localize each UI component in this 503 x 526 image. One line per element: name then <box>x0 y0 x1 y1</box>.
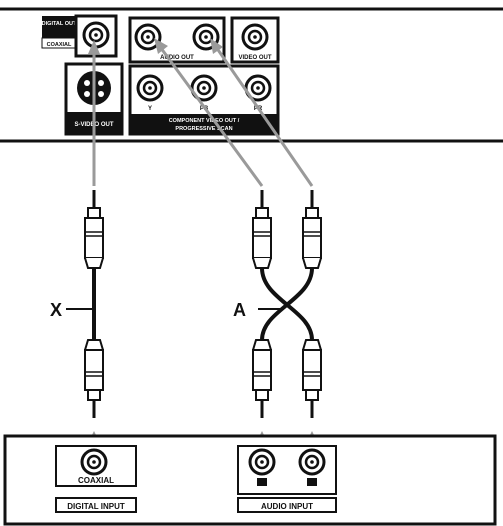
coaxial-out-jack[interactable] <box>82 21 110 49</box>
audio-input-label: AUDIO INPUT <box>261 502 313 511</box>
cable-a-label: A <box>233 300 246 320</box>
component-title-line2: PROGRESSIVE SCAN <box>175 126 232 132</box>
audio-input-block: AUDIO INPUT <box>237 445 337 513</box>
component-y-label: Y <box>148 106 152 112</box>
digital-input-block: COAXIAL DIGITAL INPUT <box>55 445 137 513</box>
video-out-block: VIDEO OUT <box>230 16 280 64</box>
cable-x-label: X <box>50 300 62 320</box>
audio-out-label: AUDIO OUT <box>160 55 194 61</box>
component-video-block: Y PB PR COMPONENT VIDEO OUT / PROGRESSIV… <box>128 64 280 136</box>
digital-out-label: DIGITAL OUT <box>42 21 77 27</box>
component-y-jack[interactable] <box>136 74 164 102</box>
video-out-jack[interactable] <box>241 23 269 51</box>
audio-input-right-jack[interactable] <box>298 448 326 476</box>
receiver-panel: COAXIAL DIGITAL INPUT AUDIO INPUT <box>3 434 497 526</box>
audio-out-block: AUDIO OUT <box>128 16 226 64</box>
connection-arrows <box>84 38 322 448</box>
player-rear-panel: DIGITAL OUT COAXIAL AUDIO OUT VIDEO OUT <box>0 7 503 143</box>
digital-input-label: DIGITAL INPUT <box>67 502 125 511</box>
audio-input-left-jack[interactable] <box>248 448 276 476</box>
digital-out-block: DIGITAL OUT COAXIAL <box>41 14 118 58</box>
component-title-line1: COMPONENT VIDEO OUT / <box>169 118 240 124</box>
video-out-label: VIDEO OUT <box>238 55 271 61</box>
coaxial-out-label: COAXIAL <box>47 42 72 48</box>
audio-cable: A <box>233 188 323 420</box>
digital-coaxial-cable: X <box>50 188 105 420</box>
coaxial-input-label: COAXIAL <box>78 476 114 485</box>
coaxial-input-jack[interactable] <box>80 448 108 476</box>
